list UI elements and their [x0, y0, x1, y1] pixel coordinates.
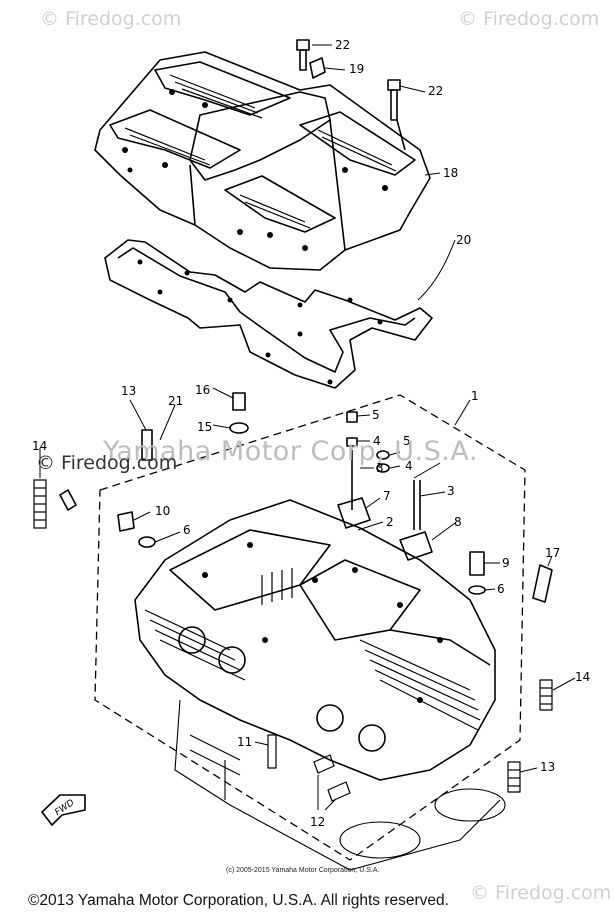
callout-18: 18	[443, 166, 458, 180]
watermark-top-right: © Firedog.com	[458, 8, 600, 30]
callout-16: 16	[195, 383, 210, 397]
callout-3a: 3	[376, 461, 384, 475]
callout-10: 10	[155, 504, 170, 518]
callout-9: 9	[502, 556, 510, 570]
callout-12: 12	[310, 815, 325, 829]
watermark-top-left: © Firedog.com	[40, 8, 182, 30]
callout-5b: 5	[403, 434, 411, 448]
callout-3b: 3	[447, 484, 455, 498]
callout-5a: 5	[372, 408, 380, 422]
dowel-springs	[33, 479, 553, 802]
callout-8: 8	[454, 515, 462, 529]
callout-6a: 6	[183, 523, 191, 537]
callout-7: 7	[383, 489, 391, 503]
callout-6b: 6	[497, 582, 505, 596]
callout-4b: 4	[405, 459, 413, 473]
cylinder-head	[134, 499, 496, 781]
head-cover-gasket	[104, 239, 433, 389]
small-parts	[59, 392, 553, 603]
callout-14b: 14	[575, 670, 590, 684]
cover-bolts	[296, 39, 406, 151]
callout-11: 11	[237, 735, 252, 749]
callout-15: 15	[197, 420, 212, 434]
callout-20: 20	[456, 233, 471, 247]
callout-22a: 22	[335, 38, 350, 52]
callout-17: 17	[545, 546, 560, 560]
callout-2: 2	[386, 515, 394, 529]
fine-print-copyright: (c) 2005-2015 Yamaha Motor Corporation, …	[226, 867, 380, 874]
cylinder-head-cover	[94, 51, 431, 271]
callout-labels: 22 19 22 18 20 1 13 21 16 15 5 4 5 4 3 1…	[32, 38, 590, 829]
assembly-frame	[94, 394, 526, 861]
callout-13a: 13	[121, 384, 136, 398]
callout-4a: 4	[373, 434, 381, 448]
cylinder-block-outline	[174, 699, 506, 871]
callout-19: 19	[349, 62, 364, 76]
callout-22b: 22	[428, 84, 443, 98]
callout-14a: 14	[32, 439, 47, 453]
forward-arrow	[41, 794, 86, 826]
callout-1: 1	[471, 389, 479, 403]
callout-13b: 13	[540, 760, 555, 774]
watermark-center: Yamaha Motor Corp, U.S.A.	[103, 436, 478, 467]
footer-copyright: ©2013 Yamaha Motor Corporation, U.S.A. A…	[28, 892, 449, 909]
leader-lines	[39, 44, 576, 811]
watermark-bottom-right: © Firedog.com	[470, 882, 612, 904]
watermark-left: © Firedog.com	[36, 452, 178, 474]
callout-21: 21	[168, 394, 183, 408]
